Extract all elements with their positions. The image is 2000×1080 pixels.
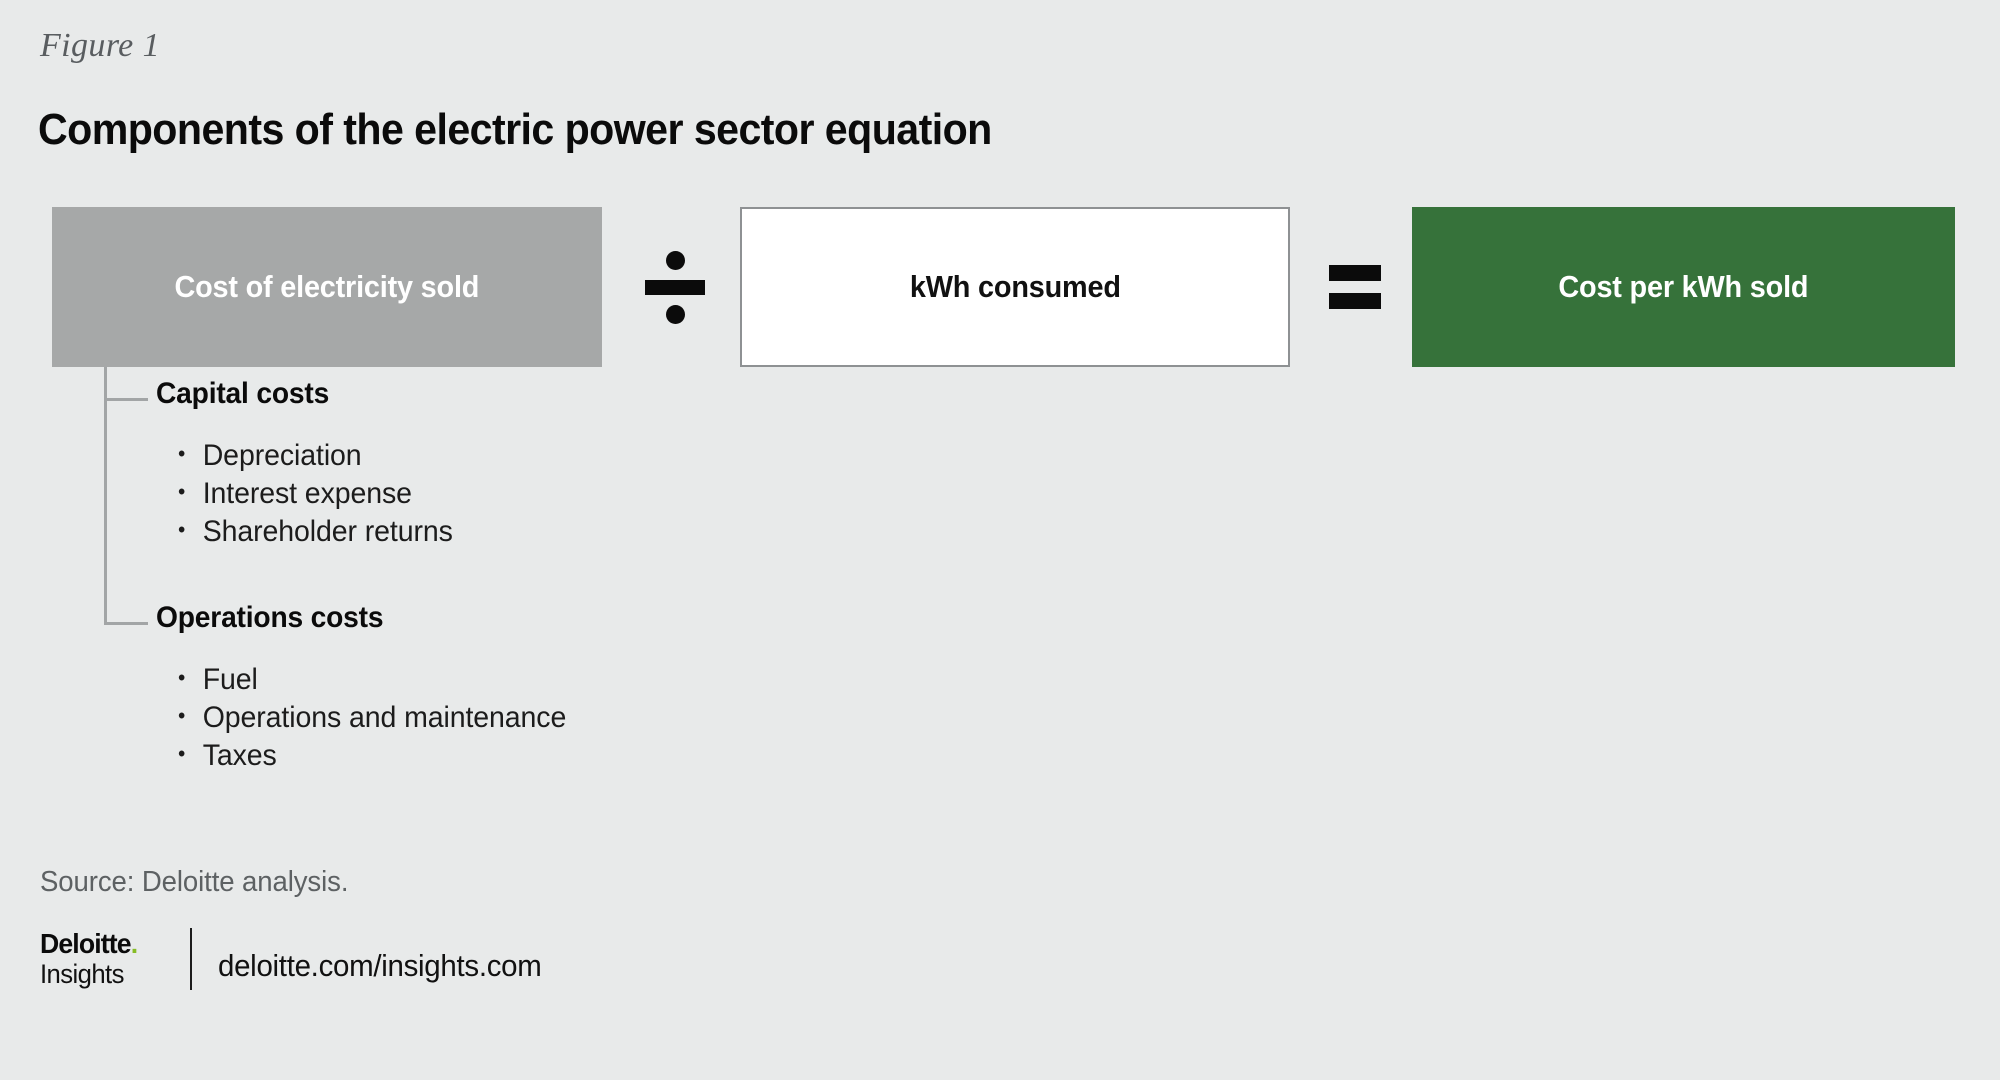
equals-bar-top (1329, 265, 1381, 281)
group-operations-costs: Operations costs Fuel Operations and mai… (156, 601, 587, 775)
logo-subwordmark: Insights (40, 959, 124, 989)
list-item: Interest expense (178, 473, 453, 513)
box-label-denominator: kWh consumed (909, 269, 1121, 304)
bracket-vertical-line (104, 367, 107, 625)
deloitte-insights-logo: Deloitte. Insights (40, 930, 172, 988)
list-item: Fuel (178, 659, 566, 699)
equals-bar-bottom (1329, 293, 1381, 309)
brand-url[interactable]: deloitte.com/insights.com (218, 948, 542, 983)
bullet-list-operations-costs: Fuel Operations and maintenance Taxes (156, 659, 587, 775)
divide-dot-top (665, 250, 685, 270)
equation-row: Cost of electricity sold kWh consumed Co… (0, 207, 2000, 367)
list-item: Taxes (178, 735, 566, 775)
figure-title: Components of the electric power sector … (38, 105, 992, 154)
box-cost-of-electricity-sold: Cost of electricity sold (52, 207, 602, 367)
divide-bar (645, 279, 705, 295)
divide-icon (620, 207, 730, 367)
list-item: Shareholder returns (178, 511, 453, 551)
logo-wordmark-text: Deloitte (40, 928, 132, 959)
box-cost-per-kwh-sold: Cost per kWh sold (1412, 207, 1955, 367)
equals-icon (1300, 207, 1410, 367)
list-item: Depreciation (178, 435, 453, 475)
logo-wordmark: Deloitte. (40, 930, 165, 958)
list-item: Operations and maintenance (178, 697, 566, 737)
bullet-list-capital-costs: Depreciation Interest expense Shareholde… (156, 435, 467, 551)
group-heading-capital-costs: Capital costs (156, 377, 330, 410)
group-capital-costs: Capital costs Depreciation Interest expe… (156, 377, 467, 551)
divide-dot-bottom (665, 304, 685, 324)
bracket-tick-capital-costs (104, 398, 148, 401)
figure-label: Figure 1 (40, 27, 160, 64)
footer-brand: Deloitte. Insights deloitte.com/insights… (40, 928, 559, 990)
source-note: Source: Deloitte analysis. (40, 866, 349, 898)
logo-green-dot: . (130, 928, 138, 959)
box-kwh-consumed: kWh consumed (740, 207, 1290, 367)
box-label-numerator: Cost of electricity sold (174, 269, 480, 304)
bracket-tick-operations-costs (104, 622, 148, 625)
brand-divider (190, 928, 192, 990)
group-heading-operations-costs: Operations costs (156, 601, 384, 634)
box-label-result: Cost per kWh sold (1558, 269, 1809, 304)
